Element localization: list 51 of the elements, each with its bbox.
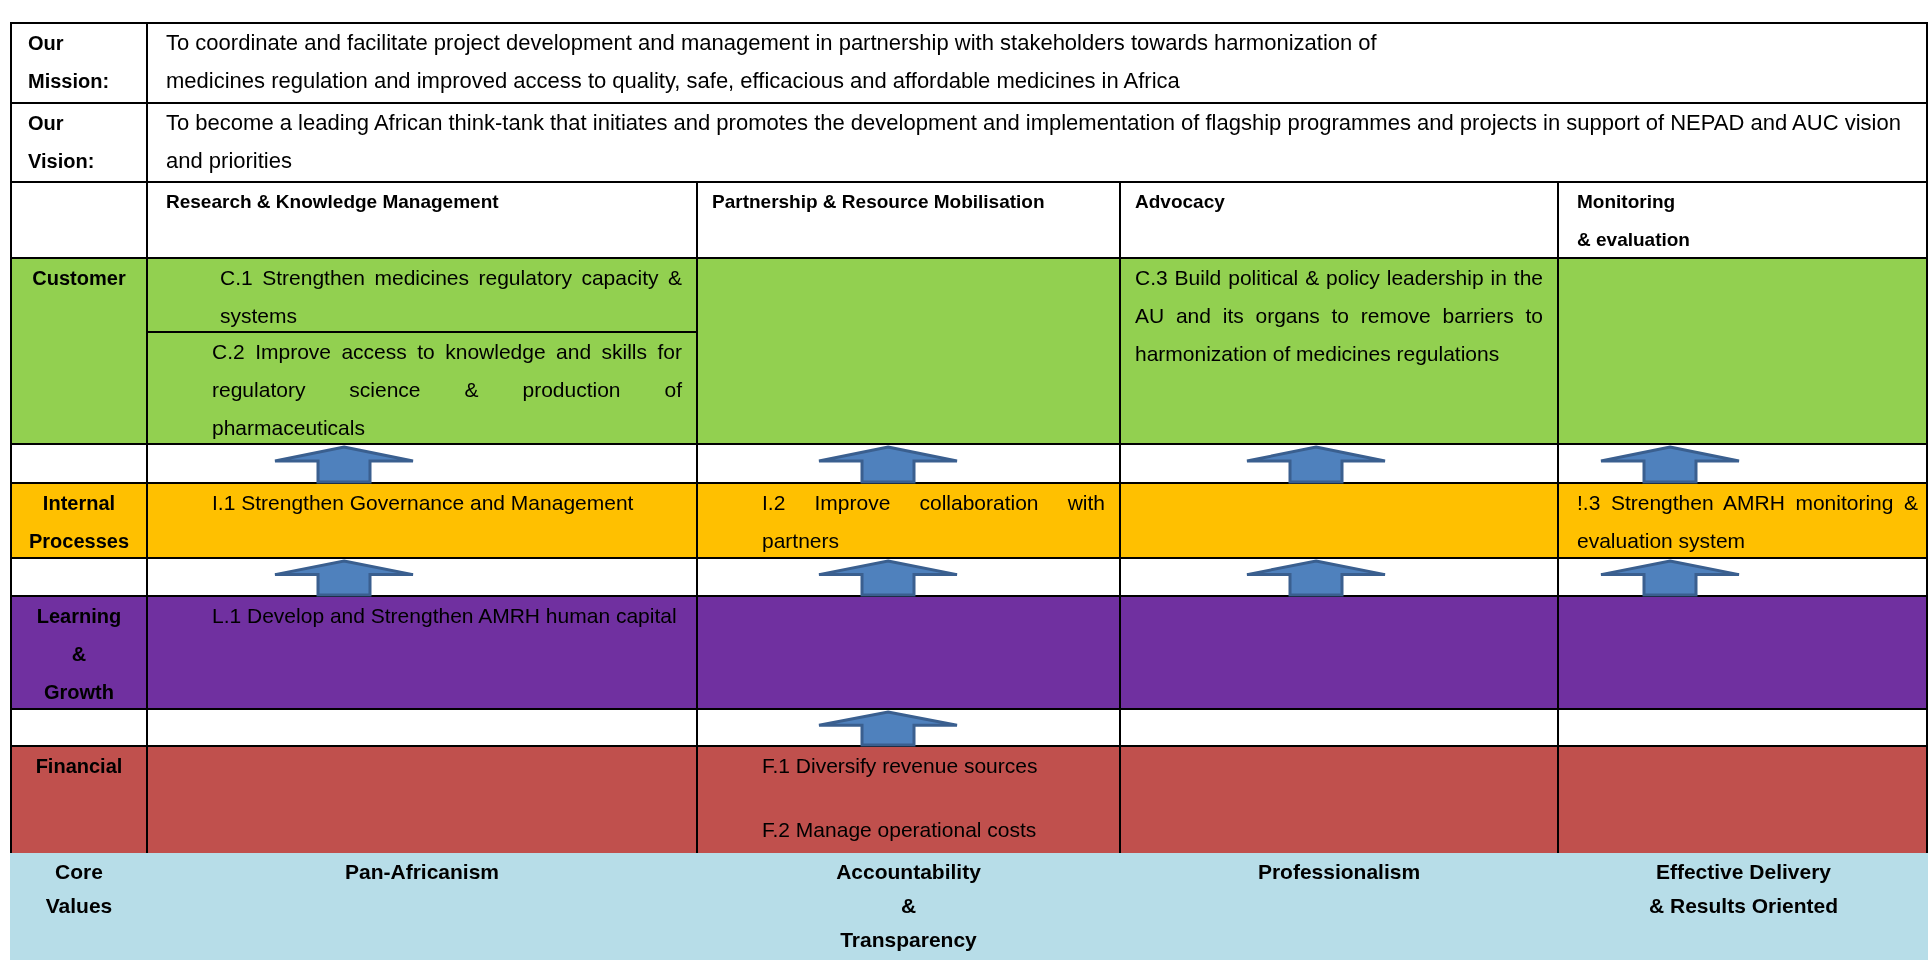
objective-text: L.1 Develop and Strengthen AMRH human capital [212,603,678,629]
objective-cell [1557,482,1928,559]
perspective-cell [10,745,148,855]
perspective-cell [10,482,148,559]
objective-text: I.2 Improve collaboration with partners [762,490,1105,554]
objective-text: !.3 Strengthen AMRH monitoring & evaluation system [1577,490,1918,554]
perspective-cell [10,257,148,445]
core-value-cell [10,853,148,960]
objective-text: F.2 Manage operational costs [762,817,1038,843]
core-value-text: Effective Delivery & Results Oriented [1647,859,1839,919]
perspective-label: Learning & Growth [36,604,122,705]
block-arrow [817,445,959,484]
column-heading: Research & Knowledge Management [166,190,500,214]
block-arrow [273,445,415,484]
block-arrow [1245,559,1387,597]
statement-text: To become a leading African think-tank that initiates and promotes the development and implementation of flagship programmes and projects in support of NEPAD and AUC vision and priorities [166,109,1902,175]
perspective-label: Internal Processes [28,491,130,554]
objective-text: I.1 Strengthen Governance and Management [212,490,635,516]
heading-cell [10,22,148,104]
core-value-text: Pan-Africanism [344,859,499,885]
objective-cell [696,482,1121,559]
block-arrow [817,559,959,597]
objective-cell [146,595,698,710]
objective-text: C.1 Strengthen medicines regulatory capacity & systems [220,265,682,329]
block-arrow [817,710,959,747]
objective-cell [696,745,1121,855]
objective-text: C.2 Improve access to knowledge and skills for regulatory science & production of pharmaceuticals [212,339,682,441]
perspective-cell [10,595,148,710]
objective-cell [1119,257,1559,445]
objective-cell [146,257,698,333]
column-heading: Monitoring & evaluation [1577,190,1691,252]
statement-text: To coordinate and facilitate project development and management in partnership with stakeholders towards harmonization of medicines regulation and improved access to quality, safe, efficacious and affordable medicines in Africa [166,29,1378,95]
perspective-label: Financial [35,754,123,779]
column-heading: Advocacy [1135,190,1226,214]
heading-label: Our Vision: [28,111,95,174]
objective-text: C.3 Build political & policy leadership in the AU and its organs to remove barriers to harmonization of medicines regulations [1135,265,1543,367]
objective-text: F.1 Diversify revenue sources [762,753,1039,779]
core-value-text: Core Values [45,859,113,919]
core-value-cell [1557,853,1928,960]
objective-cell [146,331,698,445]
block-arrow [1599,559,1741,597]
core-value-text: Professionalism [1257,859,1421,885]
statement-cell [146,22,1928,104]
block-arrow [273,559,415,597]
block-arrow [1245,445,1387,484]
perspective-label: Customer [32,266,126,291]
column-heading: Partnership & Resource Mobilisation [712,190,1046,214]
core-value-text: Accountability & Transparency [835,859,982,953]
block-arrow [1599,445,1741,484]
objective-cell [146,482,698,559]
heading-label: Our Mission: [28,31,110,94]
